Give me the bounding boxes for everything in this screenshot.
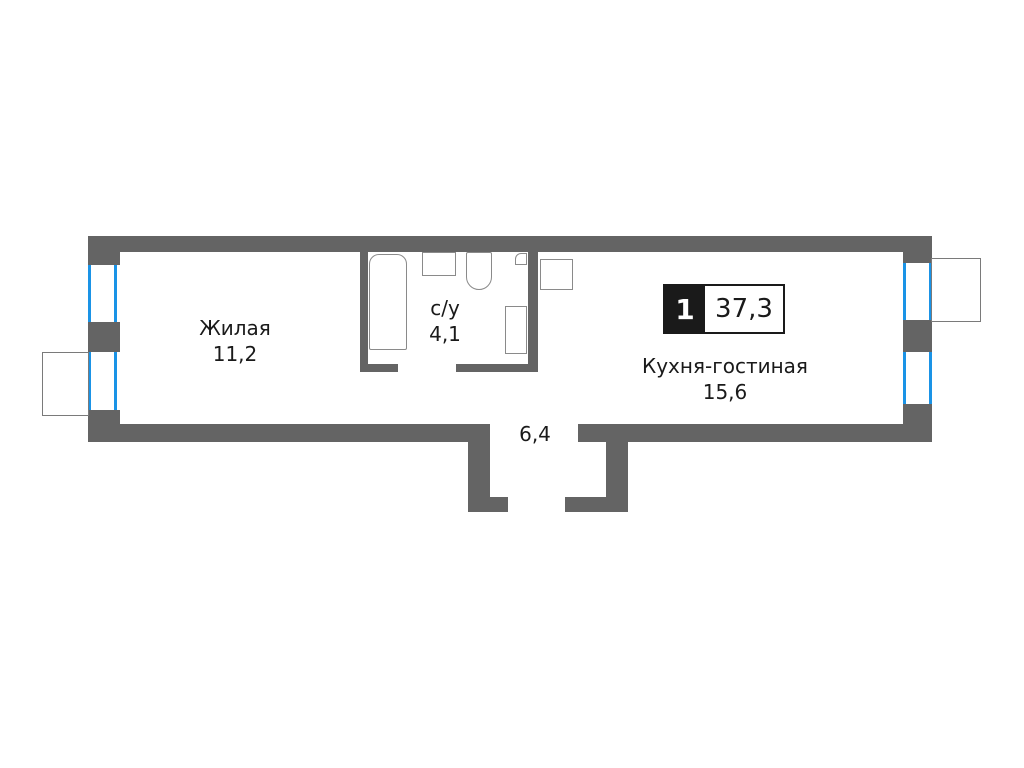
room-living-area: 11,2 (212, 342, 258, 366)
wall-entrance-left-stub (468, 497, 508, 512)
total-area: 37,3 (705, 286, 783, 332)
riser-icon (515, 253, 527, 265)
room-bathroom-name: с/у (430, 296, 460, 320)
window-left-2-glass-inner (114, 352, 117, 410)
wall-top (88, 236, 932, 252)
bath-wall-bottom-left (360, 364, 398, 372)
room-living: Жилая 11,2 (180, 315, 290, 367)
wall-entrance-top-right (578, 424, 628, 434)
wall-gap (490, 424, 578, 442)
window-right-1-glass-outer (929, 263, 932, 320)
wall-entrance-right-vertical (606, 424, 628, 512)
wall-bottom-right (578, 424, 932, 442)
wall-gap-inner-l (490, 442, 565, 497)
room-hallway-area: 6,4 (519, 422, 551, 446)
room-kitchen-living: Кухня-гостиная 15,6 (620, 353, 830, 405)
room-living-name: Жилая (199, 316, 271, 340)
room-bathroom: с/у 4,1 (410, 295, 480, 347)
window-right-2-glass-inner (903, 352, 906, 404)
apartment-badge: 1 37,3 (663, 284, 785, 334)
kitchen-sink-icon (540, 259, 573, 290)
window-right-2-glass-outer (929, 352, 932, 404)
window-left-1-glass-outer (88, 265, 91, 322)
wall-bottom-left (88, 424, 490, 442)
ac-box-left (42, 352, 89, 416)
bath-wall-bottom-right (456, 364, 538, 372)
bath-wall-left (360, 252, 368, 372)
window-left-1-glass-inner (114, 265, 117, 322)
window-right-2 (903, 352, 932, 404)
wall-entrance-right-stub (565, 497, 628, 512)
window-left-2-glass-outer (88, 352, 91, 410)
wall-entrance-left-vertical (468, 424, 490, 512)
shelf-icon (505, 306, 527, 354)
room-kitchen-living-area: 15,6 (702, 380, 748, 404)
bathtub-icon (369, 254, 407, 350)
toilet-icon (466, 252, 492, 290)
ac-box-right (931, 258, 981, 322)
sink-icon (422, 252, 456, 276)
room-bathroom-area: 4,1 (429, 322, 461, 346)
window-right-1 (903, 263, 932, 320)
room-hallway: 6,4 (505, 421, 565, 447)
bath-wall-right (528, 252, 538, 372)
window-right-1-glass-inner (903, 263, 906, 320)
room-kitchen-living-name: Кухня-гостиная (642, 354, 808, 378)
rooms-count: 1 (665, 286, 705, 332)
